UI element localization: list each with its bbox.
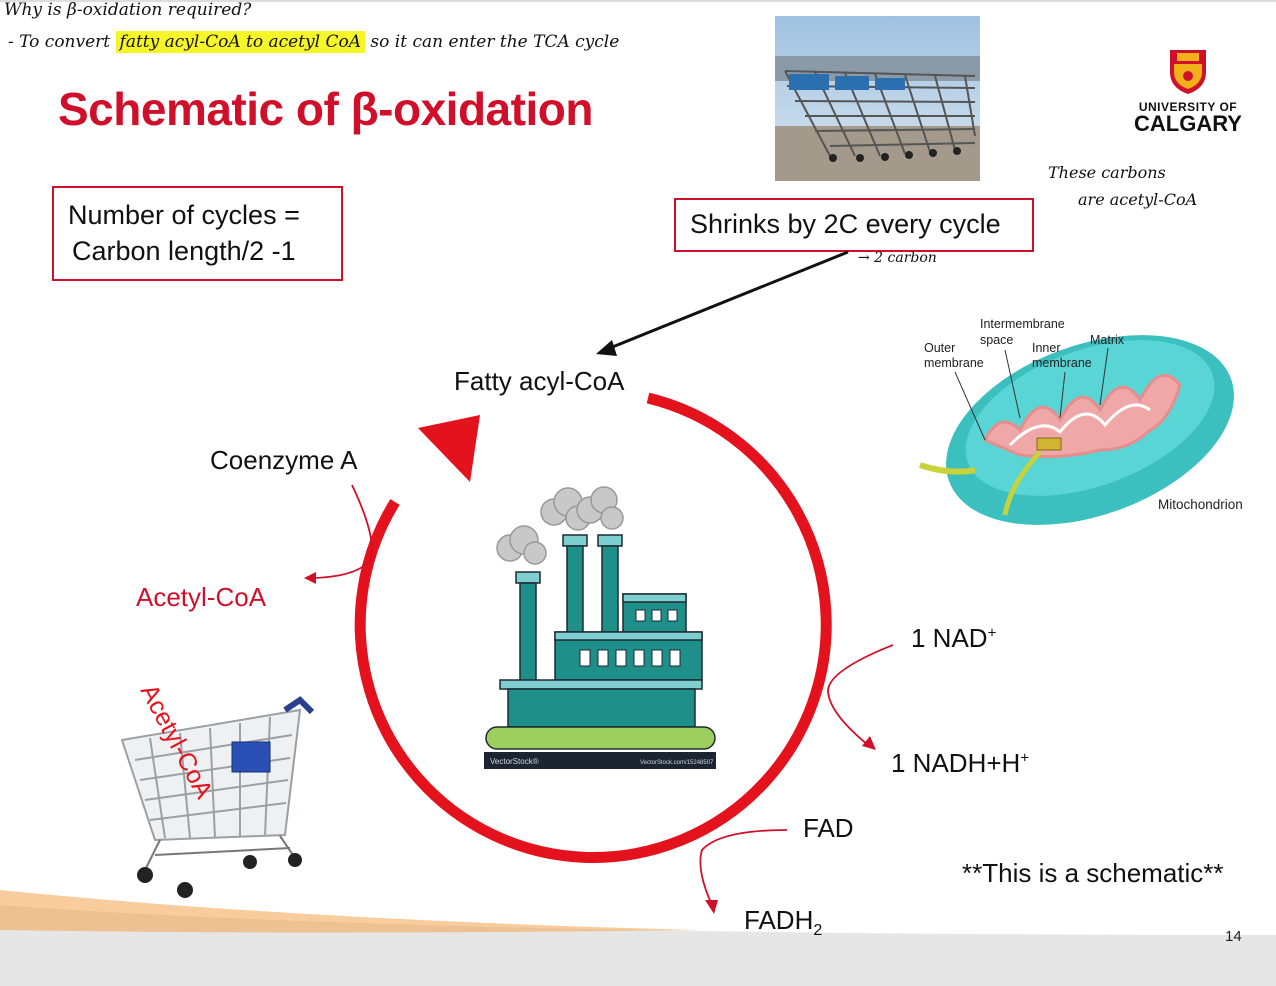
footer-swoosh-accent [0, 890, 700, 933]
handwritten-answer-prefix: - To convert [8, 32, 111, 52]
coenzyme-a-label: Coenzyme A [210, 445, 358, 475]
shrinks-box: Shrinks by 2C every cycle [674, 198, 1034, 252]
mito-label-outer: Outer [924, 341, 955, 355]
acetyl-coa-label: Acetyl-CoA [136, 582, 267, 612]
mito-label-name: Mitochondrion [1158, 497, 1243, 512]
fatty-acyl-coa-label: Fatty acyl-CoA [454, 366, 625, 396]
fadh-text: FADH [744, 905, 814, 935]
carts-photo [775, 16, 980, 181]
slide-title: Schematic of β-oxidation [58, 83, 593, 135]
highlighted-handwriting: fatty acyl-CoA to acetyl CoA [115, 31, 365, 53]
cycles-formula-line1: Number of cycles = [68, 200, 300, 230]
shrinks-text: Shrinks by 2C every cycle [690, 209, 1001, 239]
shrink-pointer-arrowhead [596, 340, 617, 356]
cart-blue-boxes [231, 741, 271, 773]
factory-watermark-brand: VectorStock® [490, 757, 539, 766]
acetyl-coa-arrowhead [304, 572, 316, 584]
cycles-formula-line2: Carbon length/2 -1 [72, 236, 296, 266]
logo-line1: UNIVERSITY OF [1138, 100, 1238, 114]
fadh-subscript: 2 [813, 922, 823, 940]
mito-label-matrix: Matrix [1090, 333, 1125, 347]
nadh-label: 1 NADH+H+ [891, 748, 1029, 779]
nad-superscript: + [987, 624, 997, 642]
nadh-superscript: + [1020, 749, 1030, 767]
logo-line2: CALGARY [1134, 111, 1242, 136]
carbons-note-line2: are acetyl-CoA [1078, 190, 1198, 209]
fad-arrow [699, 829, 788, 906]
handwritten-question: Why is β-oxidation required? [4, 0, 252, 20]
nadh-arrowhead [862, 736, 876, 750]
crest-icon [1170, 50, 1206, 94]
factory-watermark-url: VectorStock.com/15248507 [640, 760, 714, 766]
cart-wheels [137, 853, 302, 898]
mito-label-inner-membrane: membrane [1032, 356, 1092, 370]
top-rule [0, 0, 1276, 2]
schematic-note: **This is a schematic** [962, 858, 1224, 888]
cycle-arc [354, 392, 832, 863]
carbons-note-line1: These carbons [1048, 163, 1166, 182]
fadh2-label: FADH2 [744, 905, 822, 940]
fadh-arrowhead [705, 900, 718, 914]
nadh-text: 1 NADH+H [891, 748, 1021, 778]
nad-label: 1 NAD+ [911, 623, 996, 654]
handwritten-answer-suffix: so it can enter the TCA cycle [370, 32, 620, 52]
handwritten-answer: - To convert fatty acyl-CoA to acetyl Co… [8, 31, 620, 53]
mitochondrion-illustration [919, 335, 1234, 525]
coenzyme-a-arrow [314, 484, 373, 579]
university-logo: UNIVERSITY OF CALGARY [1128, 46, 1248, 136]
mito-label-intermembrane: Intermembrane [980, 317, 1065, 331]
two-carbon-note: → 2 carbon [858, 250, 937, 266]
mito-label-outer-membrane: membrane [924, 356, 984, 370]
nad-text: 1 NAD [911, 623, 988, 653]
factory-illustration [484, 486, 716, 769]
mito-label-inner: Inner [1032, 341, 1061, 355]
mito-label-space: space [980, 333, 1013, 347]
nad-arrow [827, 644, 894, 746]
shrink-pointer-arrow [609, 250, 849, 350]
shopping-cart-icon [120, 696, 315, 871]
cycle-arrowhead [418, 415, 480, 482]
cycles-formula-box: Number of cycles = Carbon length/2 -1 [52, 186, 343, 281]
fad-label: FAD [803, 813, 854, 843]
page-number: 14 [1225, 928, 1242, 945]
